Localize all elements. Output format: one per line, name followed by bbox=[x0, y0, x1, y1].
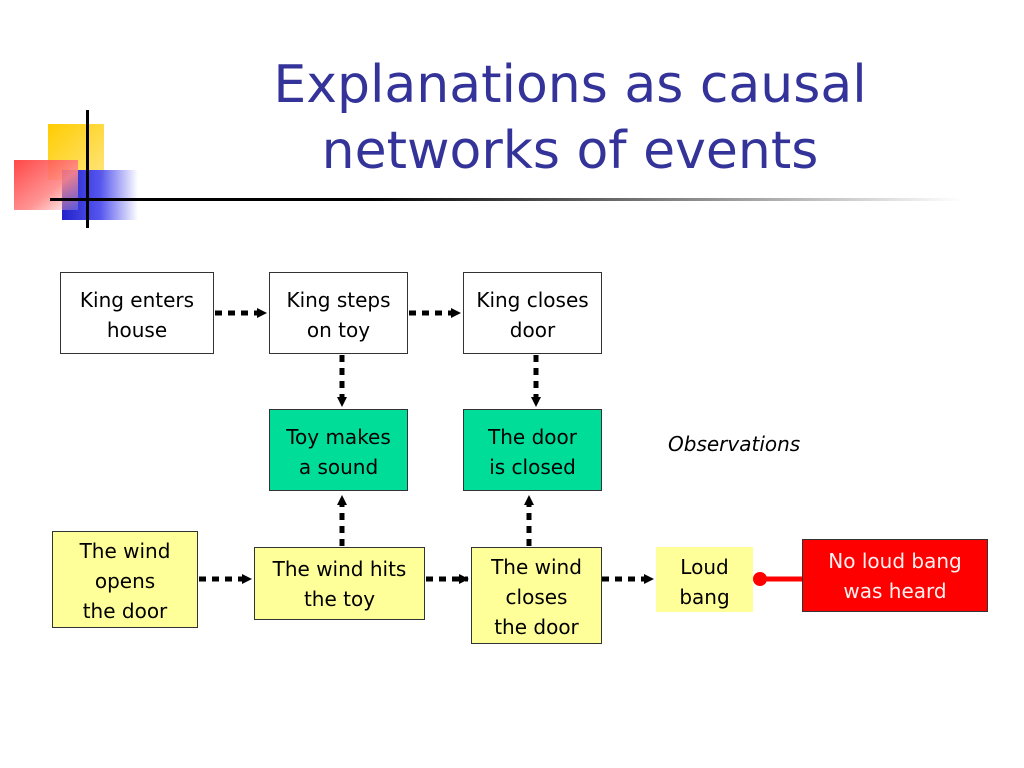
node-label-line: The door bbox=[488, 425, 577, 449]
slide-title: Explanations as causal networks of event… bbox=[200, 52, 940, 184]
node-label-line: house bbox=[106, 318, 168, 342]
vertical-line bbox=[86, 110, 89, 228]
node-king-steps-on-toy: King steps on toy bbox=[269, 272, 408, 354]
title-line-2: networks of events bbox=[321, 121, 819, 181]
node-label-line: Loud bbox=[680, 555, 729, 579]
node-label-line: door bbox=[509, 318, 556, 342]
node-wind-hits-toy: The wind hits the toy bbox=[254, 547, 425, 620]
node-loud-bang: Loud bang bbox=[656, 547, 753, 612]
node-toy-makes-sound: Toy makes a sound bbox=[269, 409, 408, 491]
node-label-line: on toy bbox=[306, 318, 371, 342]
node-label-line: King enters bbox=[79, 288, 195, 312]
title-rule bbox=[50, 198, 962, 201]
node-label-line: is closed bbox=[489, 455, 576, 479]
red-square bbox=[14, 160, 78, 210]
node-label-line: the door bbox=[82, 599, 168, 623]
node-king-enters-house: King enters house bbox=[60, 272, 214, 354]
node-label-line: was heard bbox=[843, 579, 947, 603]
node-label-line: The wind hits bbox=[272, 557, 407, 581]
node-label-line: closes bbox=[505, 585, 568, 609]
node-label-line: Toy makes bbox=[286, 425, 391, 449]
node-label-line: The wind bbox=[491, 555, 582, 579]
observations-label: Observations bbox=[668, 432, 801, 456]
node-label-line: King steps bbox=[286, 288, 391, 312]
node-label-line: No loud bang bbox=[828, 549, 962, 573]
corner-decoration bbox=[0, 100, 160, 230]
node-label-line: opens bbox=[94, 569, 156, 593]
node-label-line: a sound bbox=[298, 455, 379, 479]
node-king-closes-door: King closes door bbox=[463, 272, 602, 354]
node-label-line: bang bbox=[679, 585, 730, 609]
node-wind-opens-door: The wind opens the door bbox=[52, 531, 198, 628]
node-no-loud-bang: No loud bang was heard bbox=[802, 539, 988, 612]
node-label-line: the toy bbox=[303, 587, 376, 611]
node-label-line: the door bbox=[494, 615, 579, 639]
node-door-is-closed: The door is closed bbox=[463, 409, 602, 491]
title-line-1: Explanations as causal bbox=[273, 55, 867, 115]
node-label-line: The wind bbox=[79, 539, 171, 563]
inhibit-dot bbox=[753, 572, 767, 586]
node-label-line: King closes bbox=[476, 288, 589, 312]
node-wind-closes-door: The wind closes the door bbox=[471, 547, 602, 644]
